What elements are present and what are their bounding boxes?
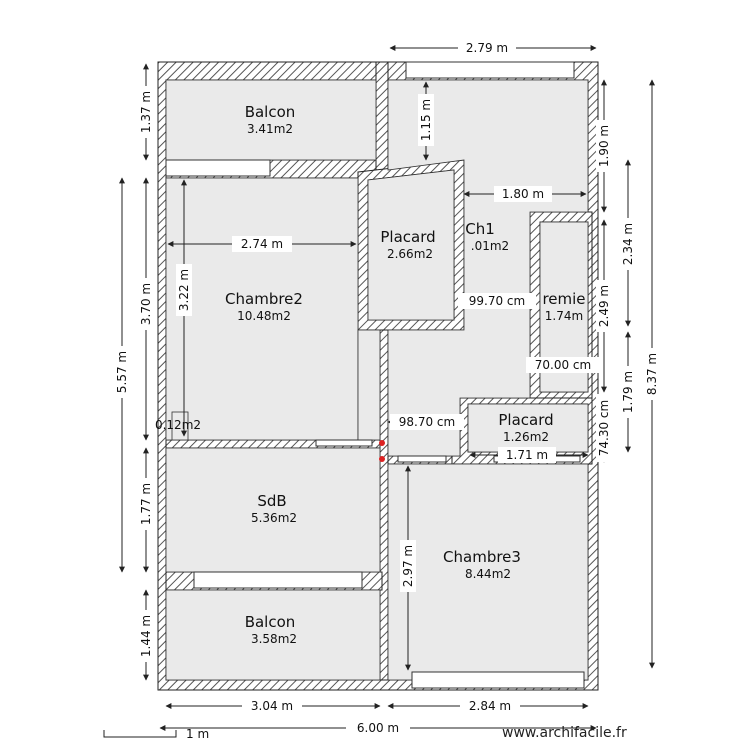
dim-left-177: 1.77 m [139,483,153,525]
openings [165,61,585,689]
floor-balcon-bottom [165,589,381,681]
dim-ch1-width: 1.80 m [502,187,544,201]
scale-bar [103,730,177,738]
dim-total-width: 6.00 m [357,721,399,735]
floor-chambre2-right [357,329,381,441]
dim-balcon-height: 1.37 m [139,91,153,133]
room-area-balcon-bottom: 3.58m2 [251,632,297,646]
room-name-balcon-top: Balcon [245,103,296,121]
dim-right-190: 1.90 m [597,125,611,167]
dim-right-249: 2.49 m [597,285,611,327]
room-name-balcon-bottom: Balcon [245,613,296,631]
dim-chambre2-height: 3.22 m [177,269,191,311]
dim-right-234: 2.34 m [621,223,635,265]
dim-ch1-top: 1.15 m [419,99,433,141]
door-chambre2 [315,439,373,447]
dimension-labels: 2.79 m 1.37 m 1.15 m 1.90 m 1.80 m 2.74 … [114,40,660,741]
room-area-ch1: .01m2 [471,239,509,253]
dim-7430: 74.30 cm [597,400,611,456]
room-name-chambre3: Chambre3 [443,548,521,566]
dim-top-width: 2.79 m [466,41,508,55]
dim-left-557: 5.57 m [115,351,129,393]
floor-balcon-top [165,79,377,161]
dim-left-370: 3.70 m [139,283,153,325]
room-labels: Balcon 3.41m2 Chambre2 10.48m2 Placard 2… [155,103,586,646]
dim-chambre3-height: 2.97 m [401,545,415,587]
room-name-placard1: Placard [380,228,435,246]
dim-placard2-width: 1.71 m [506,448,548,462]
window-balcon-top [165,159,271,177]
scale-label: 1 m [186,727,209,741]
marker-red-1 [379,440,385,446]
marker-red-2 [379,456,385,462]
dim-right-837: 8.37 m [645,353,659,395]
wall-vertical-middle [379,329,389,681]
room-name-tremie: remie [542,290,585,308]
window-ch1-top [405,61,575,79]
room-name-chambre2: Chambre2 [225,290,303,308]
floor-placard2 [467,403,589,453]
room-name-sdb: SdB [257,492,286,510]
room-name-ch1: Ch1 [465,220,495,238]
room-area-placard2: 1.26m2 [503,430,549,444]
window-chambre3-bottom [411,671,585,689]
floor-placard1 [367,169,455,321]
room-area-balcon-top: 3.41m2 [247,122,293,136]
door-chambre3 [397,455,447,463]
dim-9870: 98.70 cm [399,415,455,429]
window-sdb-bottom [193,571,363,589]
floor-chambre3 [387,463,589,681]
dim-bottom-284: 2.84 m [469,699,511,713]
room-area-chambre2: 10.48m2 [237,309,291,323]
floor-sdb [165,447,381,573]
dim-right-179: 1.79 m [621,371,635,413]
room-name-placard2: Placard [498,411,553,429]
room-name-small-closet: 0.12m2 [155,418,201,432]
wall-vertical-top [375,61,389,179]
room-area-tremie: 1.74m [545,309,583,323]
dim-9970: 99.70 cm [469,294,525,308]
watermark: www.archifacile.fr [502,725,627,741]
room-area-placard1: 2.66m2 [387,247,433,261]
room-area-chambre3: 8.44m2 [465,567,511,581]
dim-left-144: 1.44 m [139,615,153,657]
dim-7000: 70.00 cm [535,358,591,372]
room-area-sdb: 5.36m2 [251,511,297,525]
dim-bottom-304: 3.04 m [251,699,293,713]
floor-ch1 [387,79,589,457]
floor-chambre2 [165,177,359,441]
dim-chambre2-width: 2.74 m [241,237,283,251]
